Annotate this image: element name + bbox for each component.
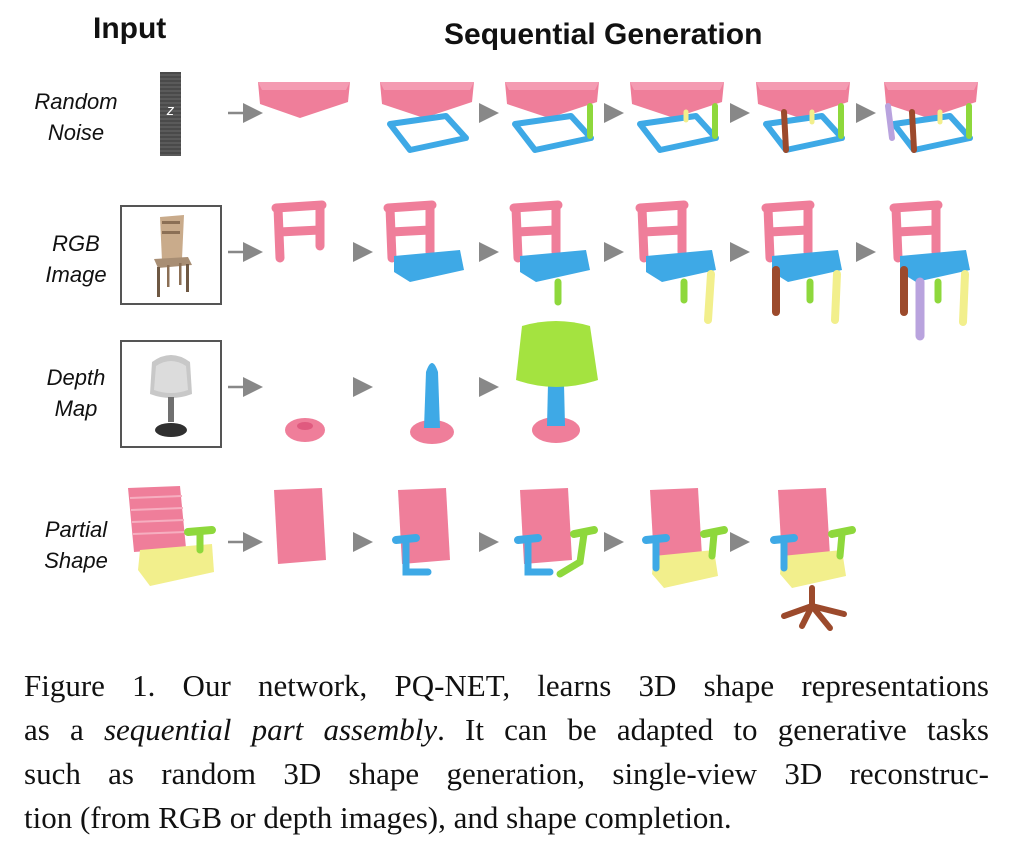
generation-sequences	[128, 82, 978, 631]
caption-line-1: Figure 1. Our network, PQ-NET, learns 3D…	[24, 668, 989, 703]
noise-step-1	[258, 82, 350, 118]
rgb-step-5	[761, 200, 842, 324]
depth-step-1	[285, 418, 325, 442]
partial-step-1	[274, 488, 326, 564]
noise-step-3	[505, 82, 599, 153]
rgb-step-1	[271, 200, 327, 263]
arrows	[228, 103, 876, 552]
rgb-step-2	[383, 200, 464, 282]
partial-step-2	[392, 488, 450, 576]
z-glyph: z	[166, 102, 175, 119]
noise-step-6	[884, 82, 978, 153]
lamp-depth-image	[150, 355, 192, 437]
depth-step-3	[516, 321, 598, 443]
noise-step-4	[630, 82, 724, 153]
rgb-step-3	[509, 200, 590, 306]
sequential-generation-header: Sequential Generation	[444, 18, 763, 51]
partial-step-4	[642, 488, 728, 588]
rgb-image-thumbnail	[120, 205, 222, 305]
noise-vector-input: z	[160, 72, 181, 156]
figure-caption: Figure 1. Our network, PQ-NET, learns 3D…	[24, 664, 989, 840]
depth-map-thumbnail	[120, 340, 222, 448]
partial-input-shape	[128, 486, 216, 586]
input-column-header: Input	[93, 12, 167, 45]
rgb-step-4	[635, 200, 716, 324]
noise-step-2	[380, 82, 474, 153]
noise-step-5	[756, 82, 850, 153]
depth-step-2	[410, 363, 454, 444]
caption-line-4: tion (from RGB or depth images), and sha…	[24, 800, 732, 835]
wooden-chair-image	[154, 215, 192, 297]
caption-emphasis: sequential part assembly	[103, 712, 438, 747]
caption-line-3: such as random 3D shape generation, sing…	[24, 756, 989, 791]
rgb-step-6	[889, 200, 970, 341]
partial-step-5	[770, 488, 856, 631]
caption-line-2: as a sequential part assembly. It can be…	[24, 712, 989, 747]
partial-step-3	[514, 488, 598, 578]
